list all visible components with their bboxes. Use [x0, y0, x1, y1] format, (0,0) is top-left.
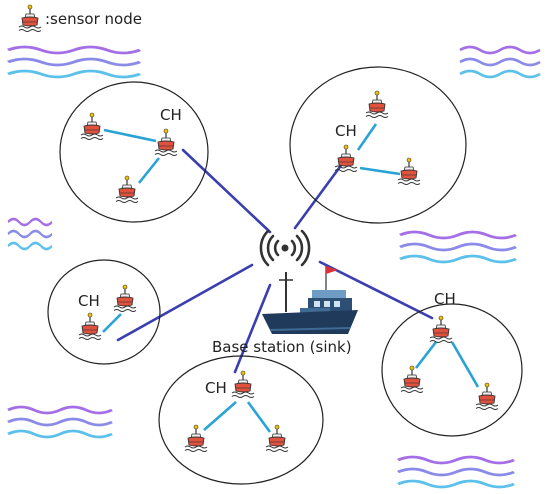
cluster-head-buoy-icon — [154, 128, 178, 157]
legend-label: :sensor node — [45, 10, 142, 28]
cluster-boundary — [381, 303, 523, 437]
cluster-boundary — [158, 355, 324, 485]
cluster-boundary — [47, 259, 161, 365]
cluster-4: CH — [381, 290, 523, 437]
cluster-head-buoy-icon — [78, 312, 102, 341]
intra-link — [246, 401, 272, 433]
cluster-head-buoy-icon — [429, 315, 453, 344]
sensor-node-buoy-icon — [397, 157, 421, 186]
cluster-head-buoy-icon — [231, 370, 255, 399]
cluster-boundary — [289, 66, 467, 224]
cluster-2: CH — [289, 66, 467, 224]
sensor-node-buoy-icon — [475, 382, 499, 411]
cluster-head-label: CH — [205, 379, 227, 397]
wireless-antenna-icon — [259, 229, 311, 267]
cluster-5: CH — [158, 355, 324, 485]
cluster-3: CH — [47, 259, 161, 365]
wave-decoration-mid-left — [6, 217, 54, 251]
link-ch4-to-sink — [318, 260, 434, 320]
intra-link — [137, 157, 161, 184]
sink-links — [116, 148, 434, 374]
wave-decoration-bottom-left — [6, 405, 114, 439]
cluster-head-label: CH — [78, 292, 100, 310]
sensor-node-buoy-icon — [113, 284, 137, 313]
sensor-node-buoy-icon — [18, 4, 42, 33]
wave-decoration-mid-right — [398, 230, 518, 264]
sensor-node-buoy-icon — [400, 365, 424, 394]
sensor-node-buoy-icon — [80, 112, 104, 141]
intra-link — [450, 341, 480, 388]
link-ch3-to-sink — [116, 263, 254, 342]
wave-decoration-top-left — [8, 47, 140, 77]
intra-link — [356, 123, 378, 151]
wave-decoration-top-right — [458, 45, 542, 79]
intra-link — [103, 128, 157, 143]
base-station-label: Base station (sink) — [212, 338, 352, 356]
cluster-boundary — [59, 81, 209, 223]
sensor-node-buoy-icon — [115, 175, 139, 204]
wave-decoration-bottom-right — [396, 455, 516, 489]
intra-link — [414, 341, 438, 369]
link-ch2-to-sink — [293, 158, 347, 230]
intra-link — [203, 401, 237, 431]
cluster-head-label: CH — [335, 122, 357, 140]
link-ch1-to-sink — [181, 148, 272, 234]
legend: :sensor node — [18, 4, 142, 33]
cluster-head-label: CH — [434, 290, 456, 308]
intra-link — [102, 313, 122, 333]
ship-icon — [262, 266, 358, 334]
intra-link — [359, 166, 401, 176]
sensor-node-buoy-icon — [365, 90, 389, 119]
link-ch5-to-sink — [233, 283, 272, 374]
cluster-1: CH — [59, 81, 209, 223]
cluster-head-label: CH — [160, 106, 182, 124]
